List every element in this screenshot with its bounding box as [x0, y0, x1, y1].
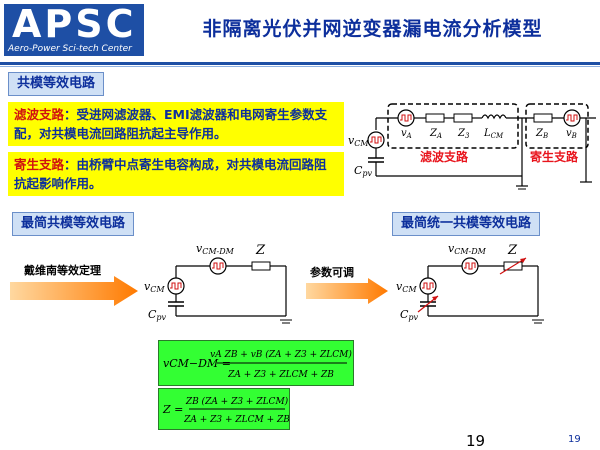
section-tag-unified: 最简统一共模等效电路	[392, 212, 541, 236]
full-common-mode-circuit: vCM Cpv vA ZA Z3 LCM ZB vB	[348, 103, 596, 190]
zb-label: ZB	[535, 128, 548, 140]
z-label-right: Z	[507, 243, 518, 258]
page-number: 19	[466, 432, 486, 450]
cpv-label: Cpv	[354, 164, 373, 178]
note-parasitic-branch: 寄生支路：由桥臂中点寄生电容构成，对共模电流回路阻抗起影响作用。	[8, 152, 344, 196]
page-title: 非隔离光伏并网逆变器漏电流分析模型	[202, 18, 543, 40]
thevenin-arrow	[10, 276, 138, 306]
vb-label: vB	[566, 128, 577, 140]
formula2-lhs: Z =	[162, 403, 183, 416]
logo-subtitle: Aero-Power Sci-tech Center	[8, 44, 132, 54]
tunable-arrow	[306, 278, 388, 304]
header-rule	[0, 62, 600, 65]
unified-circuit: vCM-DM Z vCM Cpv	[396, 242, 544, 324]
note-filter-branch: 滤波支路：受进网滤波器、EMI滤波器和电网寄生参数支配，对共模电流回路阻抗起主导…	[8, 102, 344, 146]
formula-vcm-dm: vCM−DM = vA ZB + vB (ZA + Z3 + ZLCM) ZA …	[158, 340, 354, 386]
za-label: ZA	[429, 128, 442, 140]
va-label: vA	[401, 128, 412, 140]
vcmdm-label-left: vCM-DM	[196, 242, 235, 256]
z3-label: Z3	[457, 128, 470, 140]
parasitic-branch-label: 寄生支路	[530, 150, 579, 164]
cpv-label-right: Cpv	[400, 308, 419, 322]
simplest-circuit: vCM-DM Z vCM Cpv	[144, 242, 292, 324]
filter-branch-label: 滤波支路	[420, 150, 469, 164]
formula2-numerator: ZB (ZA + Z3 + ZLCM)	[185, 396, 289, 407]
vcmdm-label-right: vCM-DM	[448, 242, 487, 256]
section-tag-common-mode: 共模等效电路	[8, 72, 105, 96]
tunable-label: 参数可调	[310, 266, 354, 279]
section-tag-simplest: 最简共模等效电路	[12, 212, 135, 236]
page-number-small: 19	[568, 434, 581, 445]
formula1-denominator: ZA + Z3 + ZLCM + ZB	[227, 370, 334, 380]
note-parasitic-key: 寄生支路	[14, 157, 65, 172]
formula1-numerator: vA ZB + vB (ZA + Z3 + ZLCM)	[210, 349, 352, 360]
formula2-denominator: ZA + Z3 + ZLCM + ZB	[183, 415, 290, 425]
cpv-label-left: Cpv	[148, 308, 167, 322]
vcm-label-right: vCM	[396, 280, 417, 294]
header-rule-thin	[0, 66, 600, 67]
lcm-label: LCM	[483, 128, 504, 140]
z-label-left: Z	[255, 243, 266, 258]
note-filter-key: 滤波支路	[14, 107, 65, 122]
vcm-label: vCM	[348, 134, 369, 148]
note-parasitic-text: ：由桥臂中点寄生电容构成，对共模电流回路阻抗起影响作用。	[14, 157, 327, 191]
logo: APSC	[12, 2, 137, 46]
formula1-lhs: vCM−DM =	[163, 357, 231, 370]
vcm-label-left: vCM	[144, 280, 165, 294]
logo-box	[4, 4, 144, 56]
note-filter-text: ：受进网滤波器、EMI滤波器和电网寄生参数支配，对共模电流回路阻抗起主导作用。	[14, 107, 328, 141]
thevenin-label: 戴维南等效定理	[24, 264, 101, 277]
formula-z: Z = ZB (ZA + Z3 + ZLCM) ZA + Z3 + ZLCM +…	[158, 388, 290, 430]
